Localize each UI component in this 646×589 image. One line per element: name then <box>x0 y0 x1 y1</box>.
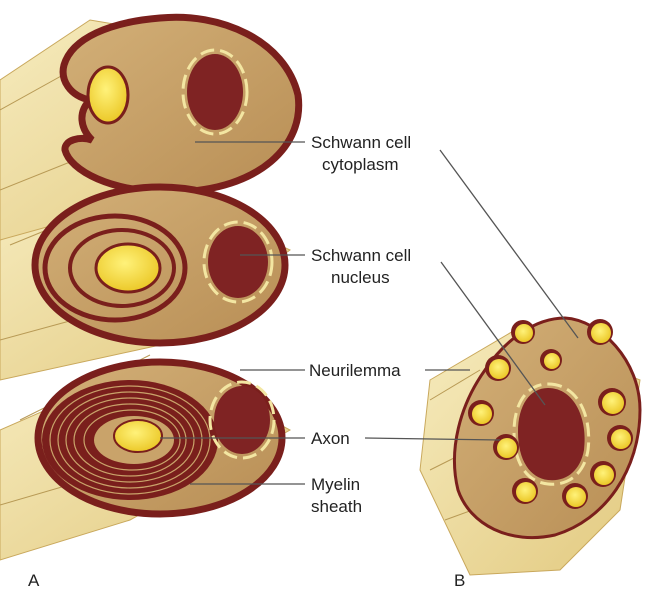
panel-label-a: A <box>28 571 40 589</box>
label-schwann-nucleus-line2: nucleus <box>331 268 390 287</box>
axon-stage-3 <box>114 420 162 452</box>
panel-a-illustration <box>0 17 300 560</box>
nucleus-stage-2 <box>208 226 268 298</box>
nucleus-stage-1 <box>187 54 243 130</box>
label-schwann-cytoplasm-line2: cytoplasm <box>322 155 399 174</box>
panel-b-illustration <box>420 318 640 575</box>
stage-2-cross-section <box>35 187 285 343</box>
stage-1-cross-section <box>63 17 299 192</box>
nucleus-stage-3 <box>214 386 270 454</box>
label-schwann-nucleus-line1: Schwann cell <box>311 246 411 265</box>
label-schwann-cytoplasm-line1: Schwann cell <box>311 133 411 152</box>
label-myelin-line1: Myelin <box>311 475 360 494</box>
label-axon: Axon <box>311 429 350 448</box>
axon-stage-2 <box>96 244 160 292</box>
axon-stage-1 <box>88 67 128 123</box>
panel-label-b: B <box>454 571 465 589</box>
label-neurilemma: Neurilemma <box>309 361 401 380</box>
label-myelin-line2: sheath <box>311 497 362 516</box>
